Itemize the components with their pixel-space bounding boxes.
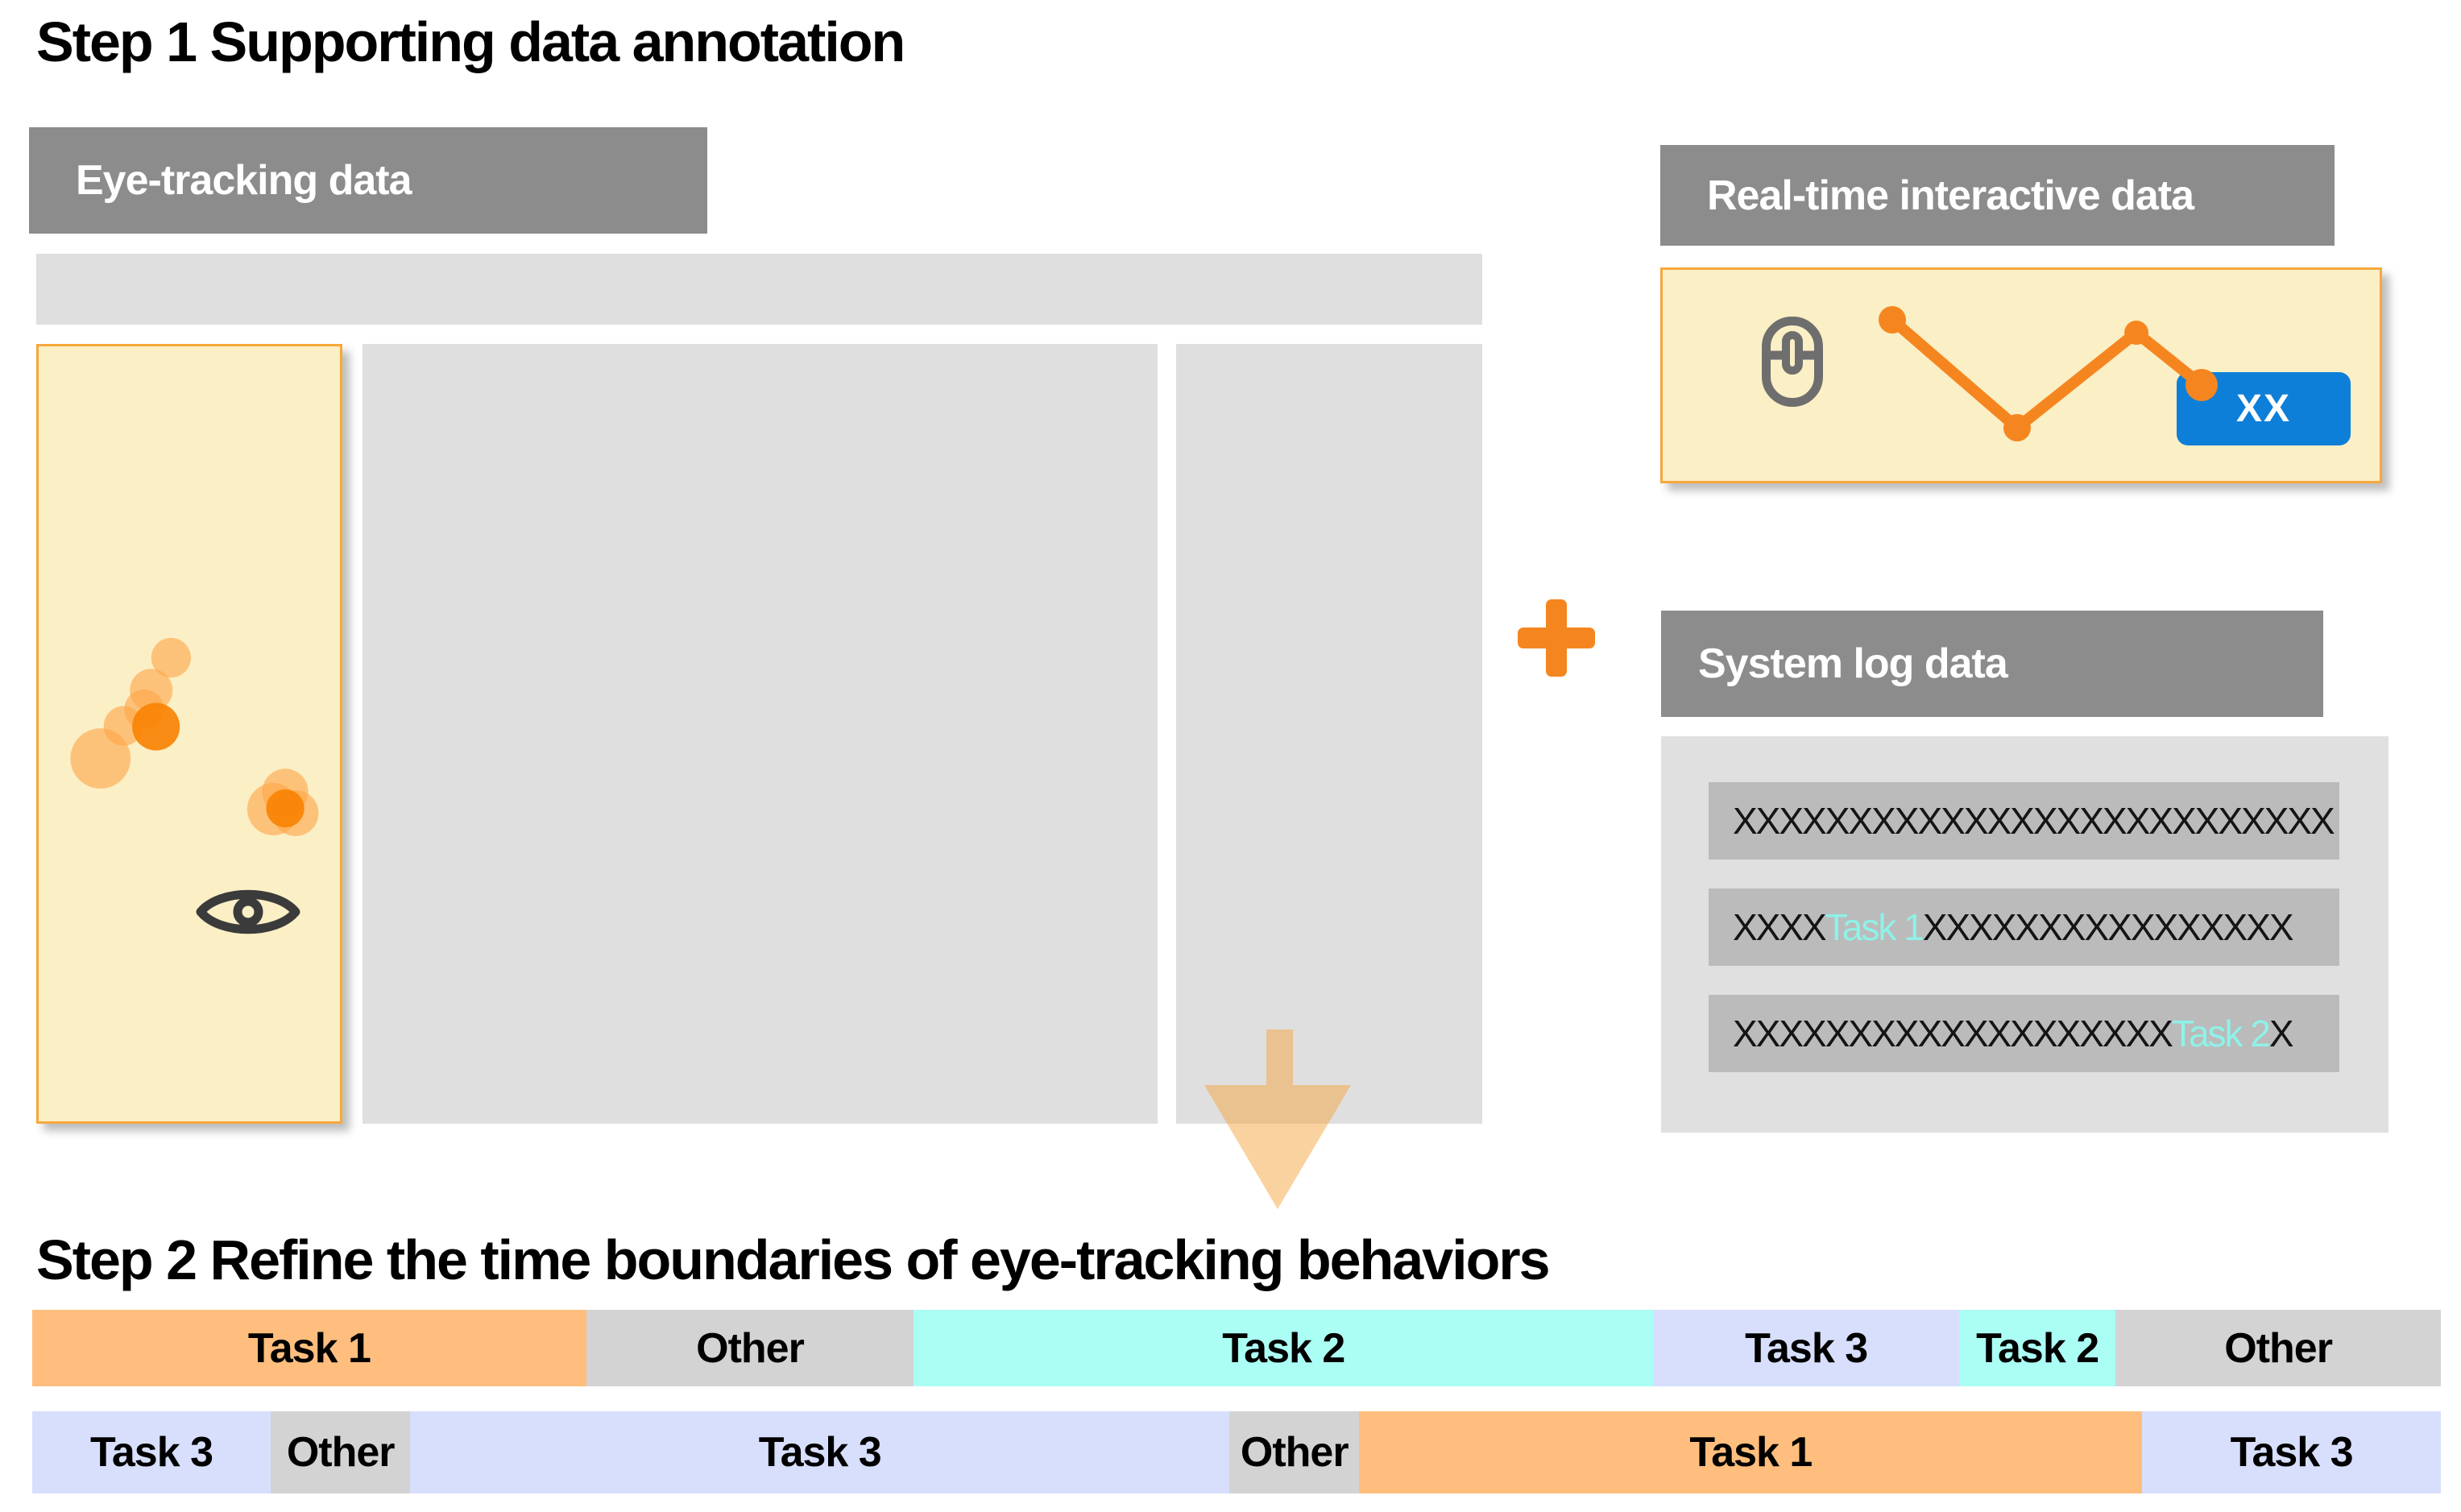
gaze-dots (70, 637, 319, 836)
real-time-data-label: Real-time interactive data (1707, 172, 2194, 219)
timeline-segment-other: Other (1229, 1411, 1360, 1493)
timeline-segment-label: Other (696, 1324, 805, 1372)
timeline-segment-label: Task 2 (1222, 1324, 1345, 1372)
log-text: XXXX (1733, 906, 1827, 948)
log-task-highlight: Task 2 (2171, 1013, 2271, 1054)
timeline-segment-label: Task 2 (1976, 1324, 2099, 1372)
mock-side-panel (1176, 344, 1482, 1124)
real-time-data-illustration: XX (1660, 267, 2382, 483)
timeline-segment-task2: Task 2 (1958, 1310, 2116, 1386)
step1-title: Step 1 Supporting data annotation (36, 10, 905, 73)
timeline-segment-label: Task 1 (247, 1324, 371, 1372)
timeline-segment-task3: Task 3 (410, 1411, 1229, 1493)
gaze-dot (151, 637, 191, 678)
timeline-segment-label: Other (2224, 1324, 2333, 1372)
timeline-segment-task2: Task 2 (914, 1310, 1654, 1386)
timeline-segment-other: Other (586, 1310, 914, 1386)
interaction-trace-point (2003, 414, 2031, 441)
gaze-dot (70, 728, 131, 789)
interaction-trace-line (1888, 315, 2206, 436)
gaze-dot (266, 789, 305, 828)
mouse-icon (1762, 317, 1823, 407)
log-text: XXXXXXXXXXXXXXXXXXXXXXXXXX (1733, 800, 2335, 842)
timeline-segment-label: Task 3 (2230, 1429, 2354, 1476)
plus-icon (1518, 599, 1595, 677)
gaze-overlay-panel (36, 344, 342, 1124)
eye-tracking-data-header: Eye-tracking data (29, 127, 707, 234)
interaction-trace-point (1879, 306, 1906, 333)
mock-target-button: XX (2177, 372, 2351, 445)
system-log-header: System log data (1661, 611, 2323, 717)
timeline-segment-label: Task 3 (89, 1429, 213, 1476)
log-row: XXXXXXXXXXXXXXXXXXXXXXXXXX (1709, 782, 2339, 860)
timeline-segment-task3: Task 3 (1653, 1310, 1959, 1386)
interaction-trace-point (2124, 321, 2148, 345)
gaze-dot (132, 702, 180, 751)
down-arrow-icon (1204, 1029, 1351, 1209)
log-text: X (2268, 1013, 2294, 1054)
system-log-label: System log data (1698, 640, 2008, 687)
timeline-segment-other: Other (2115, 1310, 2441, 1386)
eye-icon (196, 889, 300, 934)
timeline-segment-task3: Task 3 (32, 1411, 271, 1493)
timeline-segment-label: Task 3 (1745, 1324, 1868, 1372)
timeline-segment-task1: Task 1 (32, 1310, 586, 1386)
log-task-highlight: Task 1 (1825, 906, 1924, 948)
mock-browser-toolbar (36, 254, 1482, 325)
log-text: XXXXXXXXXXXXXXXX (1922, 906, 2294, 948)
timeline-track-secondary: Task 3 Other Task 3 Other Task 1 Task 3 (32, 1411, 2441, 1493)
timeline-segment-other: Other (271, 1411, 411, 1493)
timeline-segment-label: Other (286, 1429, 396, 1476)
timeline-track-refined: Task 1 Other Task 2 Task 3 Task 2 Other (32, 1310, 2441, 1386)
timeline-segment-task3: Task 3 (2142, 1411, 2441, 1493)
timeline-segment-label: Other (1240, 1429, 1349, 1476)
timeline-segment-task1: Task 1 (1359, 1411, 2143, 1493)
mock-target-button-label: XX (2235, 387, 2292, 430)
eye-tracking-data-label: Eye-tracking data (76, 157, 412, 204)
real-time-data-header: Real-time interactive data (1660, 145, 2335, 246)
timeline-segment-label: Task 1 (1689, 1429, 1813, 1476)
log-text: XXXXXXXXXXXXXXXXXXX (1733, 1013, 2173, 1054)
timeline-segment-label: Task 3 (758, 1429, 882, 1476)
step2-title: Step 2 Refine the time boundaries of eye… (36, 1228, 1551, 1291)
mock-content-panel (363, 344, 1158, 1124)
